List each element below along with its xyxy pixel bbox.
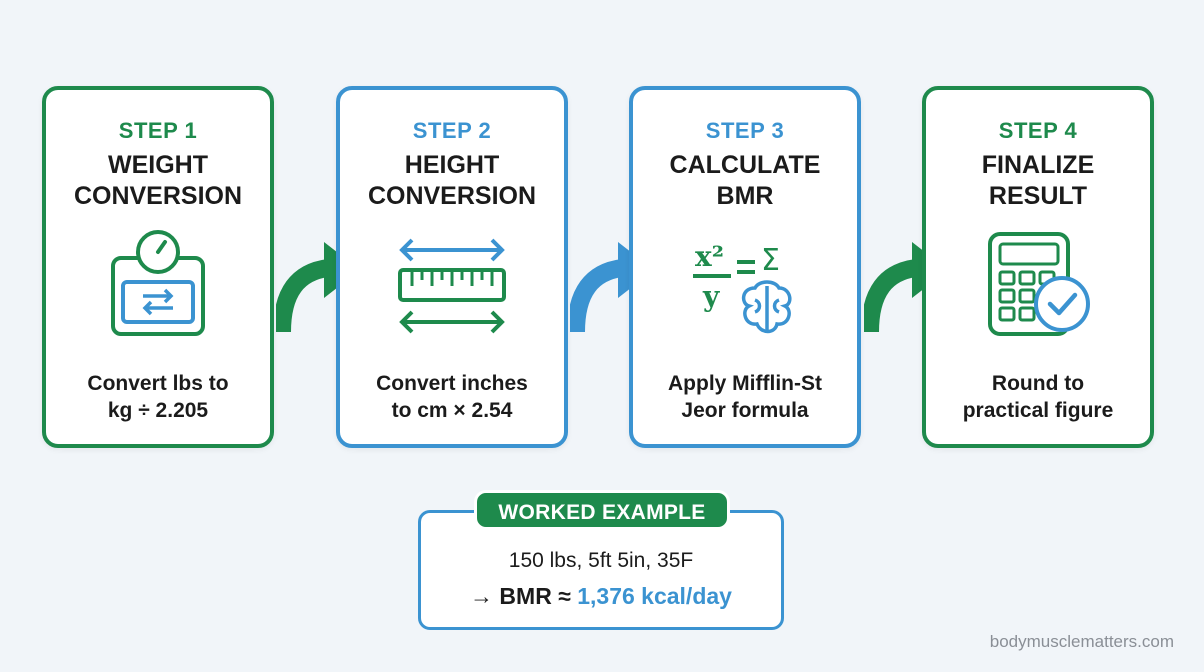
example-result: → BMR ≈ 1,376 kcal/day <box>421 583 781 610</box>
worked-example-badge: WORKED EXAMPLE <box>474 490 730 530</box>
worked-example-box: 150 lbs, 5ft 5in, 35F → BMR ≈ 1,376 kcal… <box>418 510 784 630</box>
step-card-4: STEP 4 FINALIZE RESULT Round to practica… <box>922 86 1154 448</box>
step-title: FINALIZE RESULT <box>981 151 1095 210</box>
step-card-1: STEP 1 WEIGHT CONVERSION Convert lbs to … <box>42 86 274 448</box>
step-title: WEIGHT CONVERSION <box>73 151 243 210</box>
calculator-check-icon <box>978 230 1098 345</box>
example-result-prefix: → BMR ≈ <box>470 583 578 609</box>
footer-url: bodymusclematters.com <box>989 632 1174 651</box>
example-result-value: 1,376 kcal/day <box>577 583 732 609</box>
example-inputs: 150 lbs, 5ft 5in, 35F <box>508 549 694 572</box>
formula-brain-icon: x² y Σ <box>685 230 805 345</box>
step-description: Apply Mifflin-St Jeor formula <box>668 372 822 422</box>
svg-text:Σ: Σ <box>761 243 780 278</box>
svg-text:x²: x² <box>695 240 724 273</box>
step-label: STEP 4 <box>998 118 1078 143</box>
step-title: CALCULATE BMR <box>669 151 821 210</box>
step-description: Convert inches to cm × 2.54 <box>376 372 528 422</box>
scale-icon <box>103 230 213 345</box>
step-title: HEIGHT CONVERSION <box>367 151 537 210</box>
step-card-2: STEP 2 HEIGHT CONVERSION Convert inc <box>336 86 568 448</box>
ruler-icon <box>392 230 512 345</box>
step-description: Convert lbs to kg ÷ 2.205 <box>87 372 229 422</box>
svg-text:y: y <box>702 280 720 313</box>
step-description: Round to practical figure <box>962 372 1114 422</box>
step-card-3: STEP 3 CALCULATE BMR x² y Σ Apply Miffli… <box>629 86 861 448</box>
step-label: STEP 1 <box>118 118 198 143</box>
step-label: STEP 2 <box>412 118 492 143</box>
step-label: STEP 3 <box>705 118 785 143</box>
